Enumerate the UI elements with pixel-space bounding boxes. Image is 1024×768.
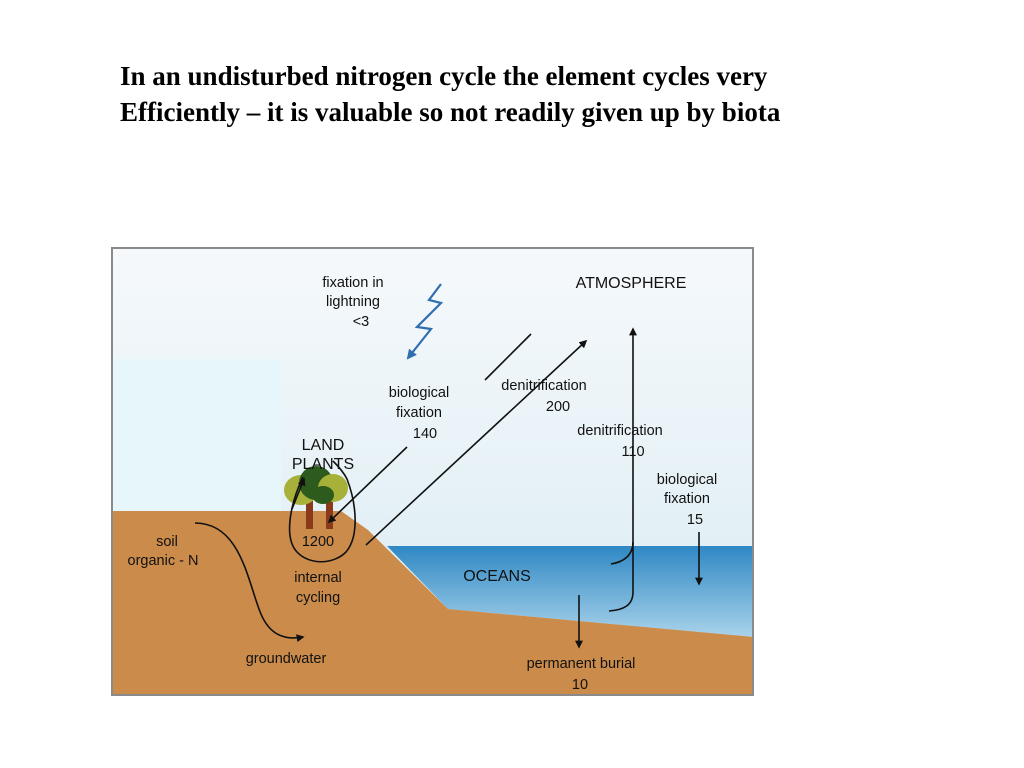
bio-fixation-land-label-line-1: biological: [389, 385, 449, 401]
denitrification-land-line-upper: [484, 333, 532, 381]
internal-cycling-label-line-2: cycling: [296, 590, 340, 606]
fixation-lightning-value: <3: [353, 314, 370, 330]
bio-fixation-ocean-label-line-1: biological: [657, 472, 717, 488]
denitrification-land-value: 200: [546, 399, 570, 415]
nitrogen-cycle-diagram: fixation in lightning <3 ATMOSPHERE biol…: [111, 247, 754, 696]
bio-fixation-land-label-line-2: fixation: [396, 405, 442, 421]
land-plants-trees-icon: [284, 466, 348, 529]
bio-fixation-ocean-label-line-2: fixation: [664, 491, 710, 507]
diagram-frame: [111, 247, 754, 696]
denitrification-land-arrow: [365, 339, 588, 546]
internal-cycling-loop: [288, 460, 356, 563]
bio-fixation-land-value: 140: [413, 426, 437, 442]
atmosphere-label: ATMOSPHERE: [576, 275, 687, 292]
soil-label-line-1: soil: [156, 534, 178, 550]
permanent-burial-label: permanent burial: [527, 656, 636, 672]
nitrogen-cycle-svg: fixation in lightning <3 ATMOSPHERE biol…: [111, 247, 754, 696]
bio-fixation-ocean-value: 15: [687, 512, 703, 528]
land-plants-label-line-2: PLANTS: [292, 456, 354, 473]
land-plants-label-line-1: LAND: [302, 437, 345, 454]
slide-title-line-2: Efficiently – it is valuable so not read…: [120, 97, 781, 127]
denitrification-land-label: denitrification: [501, 378, 586, 394]
permanent-burial-value: 10: [572, 677, 588, 693]
plants-pool-value: 1200: [302, 534, 334, 550]
internal-cycling-arrow: [291, 477, 306, 510]
bio-fixation-land-arrow: [327, 446, 408, 524]
fixation-lightning-label-line-1: fixation in: [322, 275, 383, 291]
soil-to-groundwater-arrow: [194, 522, 305, 643]
slide-title: In an undisturbed nitrogen cycle the ele…: [120, 58, 1000, 130]
soil-label-line-2: organic - N: [128, 553, 199, 569]
denitrification-ocean-return: [608, 542, 634, 612]
oceans-label: OCEANS: [463, 568, 531, 585]
ocean-area: [387, 546, 754, 637]
slide-title-line-1: In an undisturbed nitrogen cycle the ele…: [120, 61, 768, 91]
land-area: [111, 511, 754, 696]
lightning-bolt-icon: [406, 283, 444, 360]
groundwater-label: groundwater: [246, 651, 327, 667]
denitrification-ocean-label: denitrification: [577, 423, 662, 439]
internal-cycling-label-line-1: internal: [294, 570, 342, 586]
fixation-lightning-label-line-2: lightning: [326, 294, 380, 310]
denitrification-ocean-value: 110: [621, 444, 644, 460]
overlay-box: [111, 359, 281, 511]
